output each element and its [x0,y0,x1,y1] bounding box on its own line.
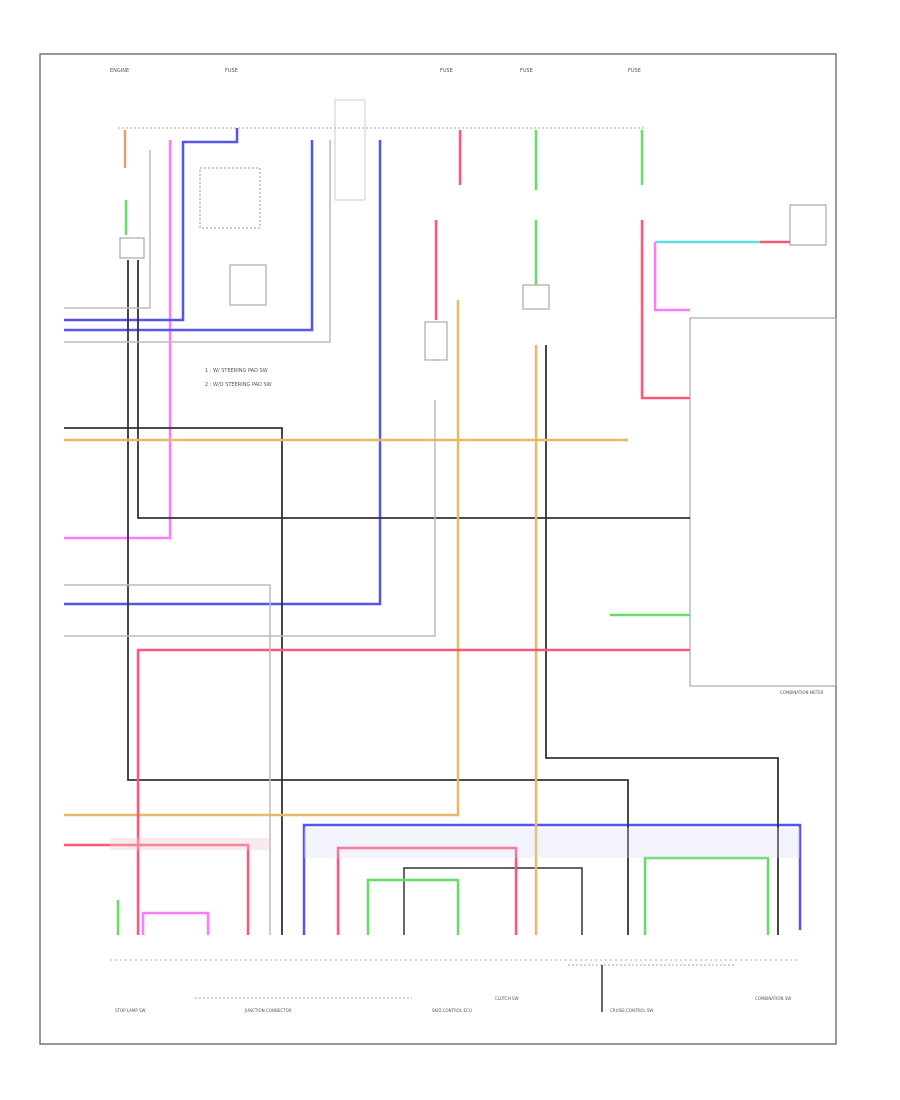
wire-blue-upper [64,128,239,322]
wire-gray-4 [64,140,331,343]
wire-red-long [136,648,690,935]
bundle-shade-left [110,838,270,850]
legend-line-2: 2 : W/O STEERING PAD SW [205,382,272,388]
combination-meter-label: COMBINATION METER [780,690,824,695]
junction-box-upper [229,264,267,306]
fuse-row: ENGINE FUSE FUSE FUSE FUSE [110,68,645,129]
bundle-shade-right [304,828,800,858]
bottom-label-6: COMBINATION SW [755,996,791,1001]
fuse-label-1: ENGINE [110,68,129,74]
wire-black-mid [64,427,283,935]
wire-blue-long [64,140,382,606]
wire-blue-right-upper [64,140,314,332]
wire-green-bottom-mid [366,878,460,935]
combination-meter-box [689,317,837,687]
wire-blue-bottom [302,823,802,935]
mid-sensor-box [424,321,448,361]
center-connector-box [522,284,550,310]
legend-line-1: 1 : W/ STEERING PAD SW [205,368,268,374]
right-switch-box [789,204,827,246]
wire-black-left [137,260,690,519]
wire-magenta-right [653,242,690,312]
wire-red-right [640,220,690,400]
fuse-label-3: FUSE [440,68,453,74]
diagram-frame [39,53,837,1045]
wire-green-bottom-right [643,856,770,935]
bottom-label-4: CLUTCH SW [495,996,519,1001]
fuse-label-5: FUSE [628,68,641,74]
bottom-label-3: SKID CONTROL ECU [432,1008,472,1013]
bottom-label-2: JUNCTION CONNECTOR [244,1008,292,1013]
stop-lamp-relay-box [199,167,261,229]
wire-black-bottom [403,867,583,935]
fuse-box-mid [334,99,366,201]
fuse-label-4: FUSE [520,68,533,74]
wire-tan-mid [64,300,460,817]
wire-black-left-loop [127,260,629,935]
wire-black-right [545,345,779,935]
wire-gray-2 [64,400,436,637]
fuse-label-2: FUSE [225,68,238,74]
bottom-label-1: STOP LAMP SW [115,1008,146,1013]
wire-red-bottom-left [64,843,250,935]
wire-red-bottom-mid [336,846,518,935]
wire-pink-left [64,140,172,540]
wire-pink-left-bottom [141,911,210,935]
wire-gray-3 [64,150,151,309]
wire-gray-1 [64,584,271,935]
bottom-label-5: CRUISE CONTROL SW [610,1008,653,1013]
left-sensor-box [119,237,145,259]
